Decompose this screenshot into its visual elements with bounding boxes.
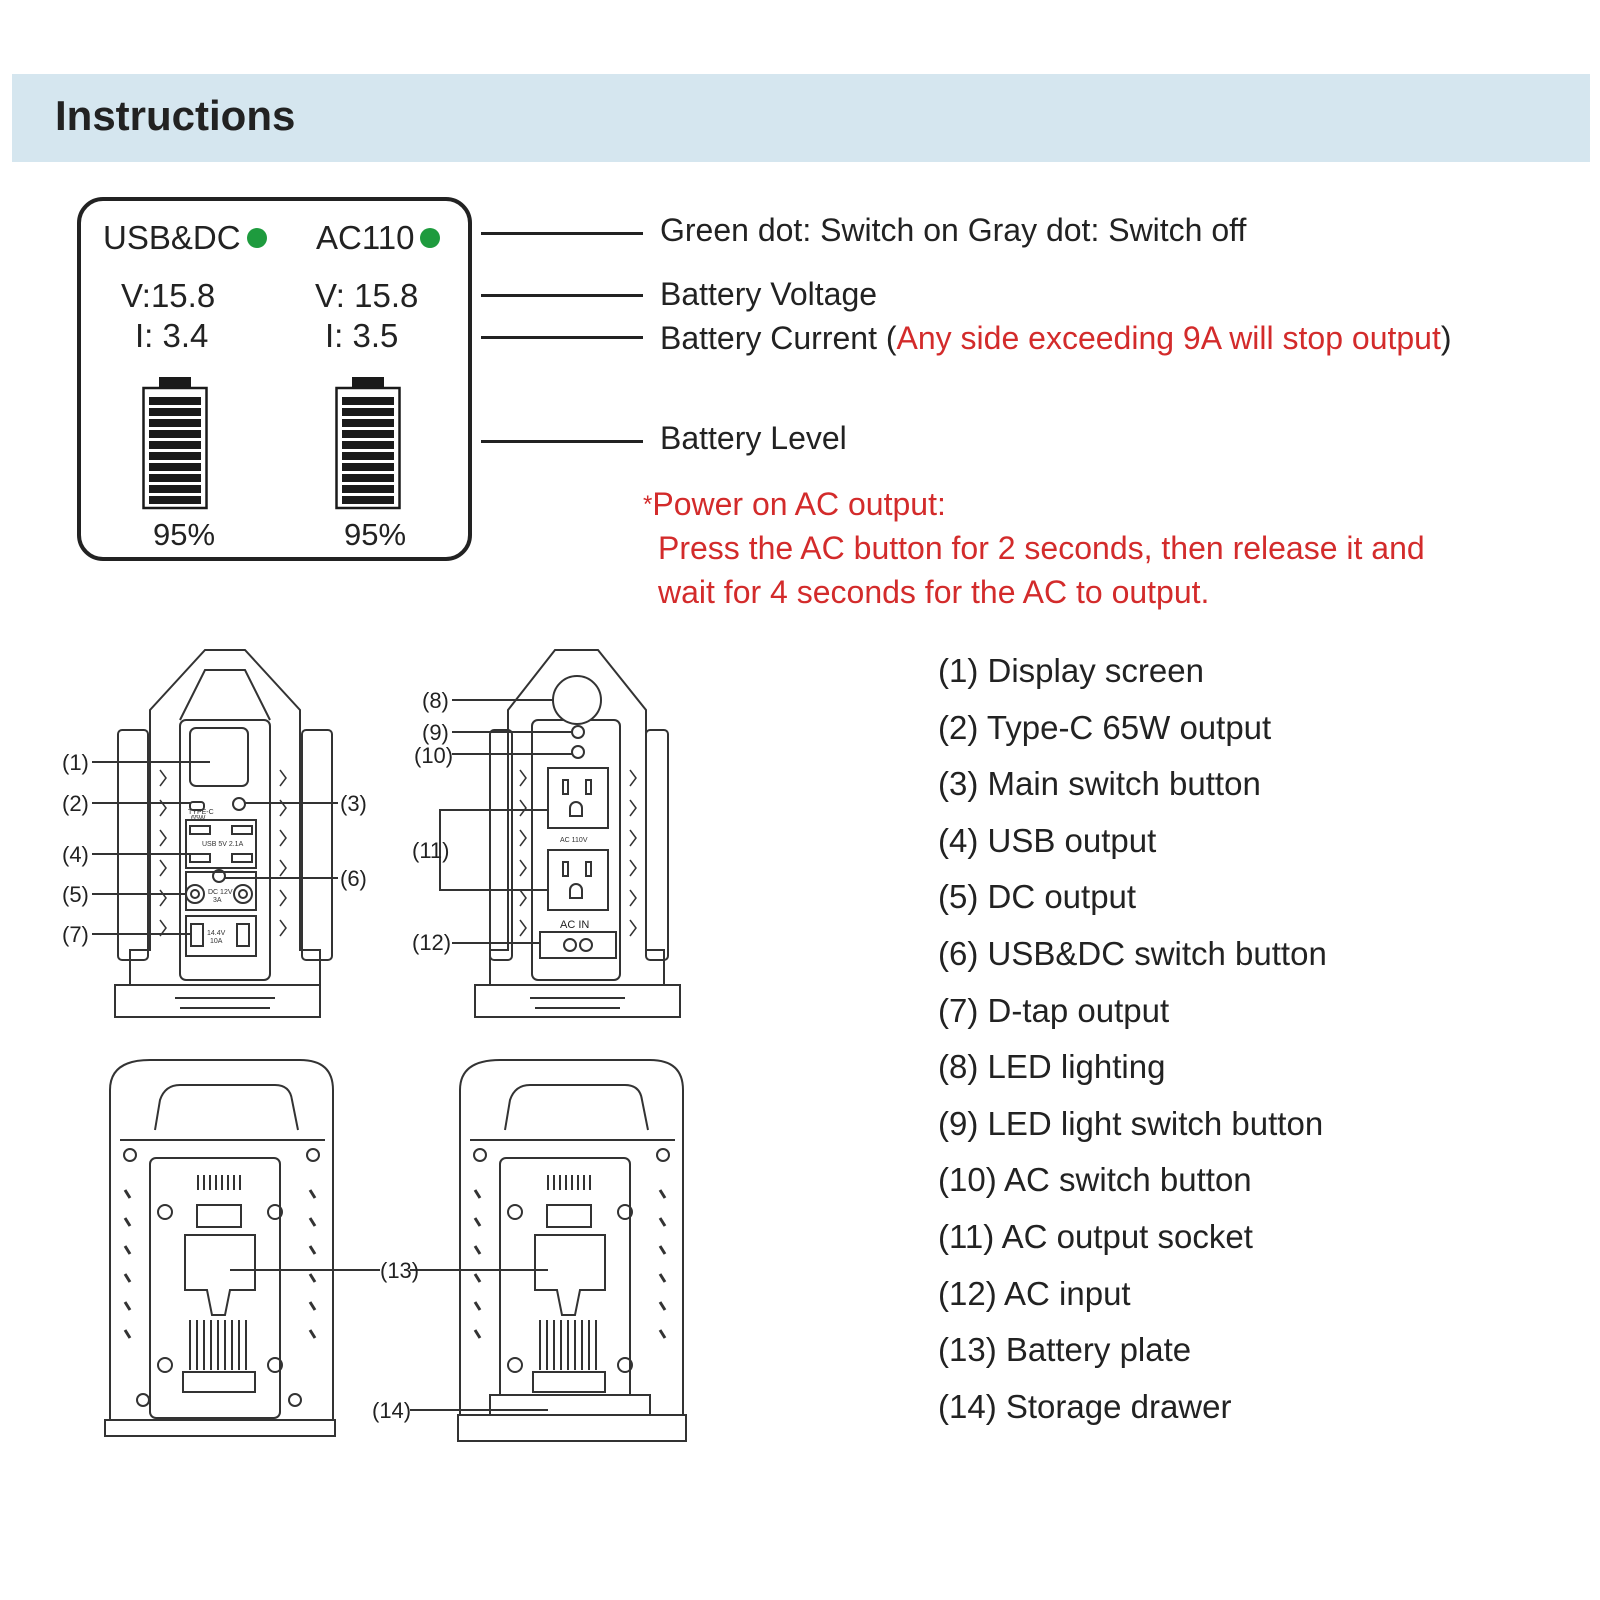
battery-bar	[342, 408, 394, 416]
callout-8: (8)	[422, 688, 449, 713]
callout-1: (1)	[62, 750, 89, 775]
battery-bar	[149, 463, 201, 471]
battery-bar	[342, 485, 394, 493]
battery-bar	[149, 419, 201, 427]
battery-bar	[149, 496, 201, 504]
typec-watt-text: 65W	[191, 815, 206, 822]
battery-bar	[149, 408, 201, 416]
right-battery-percent: 95%	[344, 517, 407, 552]
battery-bar	[342, 419, 394, 427]
legend-voltage: Battery Voltage	[660, 276, 878, 312]
parts-list-item: (12) AC input	[938, 1274, 1131, 1312]
callout-10: (10)	[414, 743, 453, 768]
ac110-label: AC110	[316, 219, 415, 256]
front-view: TYPE-C 65W USB 5V 2.1A DC 12V 3A 14.4V 1…	[62, 649, 367, 1018]
parts-list-item: (4) USB output	[938, 821, 1157, 859]
parts-list-item: (1) Display screen	[938, 652, 1204, 689]
battery-bar	[342, 397, 394, 405]
battery-bar	[149, 485, 201, 493]
battery-bar	[342, 463, 394, 471]
callout-4: (4)	[62, 842, 89, 867]
parts-list-item: (7) D-tap output	[938, 991, 1170, 1029]
parts-list-item: (10) AC switch button	[938, 1161, 1252, 1199]
legend-dots: Green dot: Switch on Gray dot: Switch of…	[660, 212, 1247, 248]
connector-line	[481, 440, 643, 443]
page-title: Instructions	[55, 92, 296, 139]
dc-spec-text: DC 12V	[208, 889, 233, 896]
callout-14: (14)	[372, 1398, 411, 1423]
parts-list: (1) Display screen (2) Type-C 65W output (…	[938, 650, 1327, 1442]
left-battery-percent: 95%	[153, 517, 216, 552]
dc-amp-text: 3A	[213, 897, 222, 904]
ac-note-title-text: Power on AC output:	[652, 486, 946, 522]
acin-text: AC IN	[560, 919, 589, 931]
back-view-left	[104, 1059, 380, 1437]
green-dot-icon	[246, 228, 267, 249]
usb-dc-label-group: USB&DC	[103, 219, 267, 257]
battery-bar	[149, 397, 201, 405]
parts-list-item: (5) DC output	[938, 878, 1137, 916]
parts-list-item: (11) AC output socket	[938, 1217, 1253, 1255]
right-current: I: 3.5	[325, 317, 399, 354]
legend-current-prefix: Battery Current (	[660, 320, 897, 356]
connector-line	[481, 294, 643, 297]
side-view: AC 110V AC IN (8) (9) (10) (11) (12)	[412, 649, 681, 1018]
ac110-label-group: AC110	[316, 219, 441, 257]
connector-line	[481, 232, 643, 235]
dtap-amp-text: 10A	[210, 938, 223, 945]
battery-bar	[342, 441, 394, 449]
left-battery-icon	[142, 377, 208, 510]
callout-12: (12)	[412, 930, 451, 955]
battery-bar	[149, 452, 201, 460]
battery-bar	[149, 430, 201, 438]
callout-5: (5)	[62, 882, 89, 907]
parts-list-item: (13) Battery plate	[938, 1331, 1192, 1369]
callout-9: (9)	[422, 720, 449, 745]
battery-bar	[342, 474, 394, 482]
callout-2: (2)	[62, 791, 89, 816]
parts-list-item: (14) Storage drawer	[938, 1387, 1232, 1425]
ac-note-line2: wait for 4 seconds for the AC to output.	[658, 574, 1210, 610]
parts-list-item: (8) LED lighting	[938, 1048, 1166, 1086]
callout-13: (13)	[380, 1258, 419, 1283]
parts-list-item: (3) Main switch button	[938, 765, 1261, 803]
battery-bar	[342, 452, 394, 460]
dtap-spec-text: 14.4V	[207, 930, 226, 937]
typec-text: TYPE-C	[188, 809, 214, 816]
header-bar: Instructions	[12, 74, 1590, 162]
battery-bar	[342, 430, 394, 438]
parts-list-item: (2) Type-C 65W output	[938, 708, 1272, 746]
parts-list-item: (9) LED light switch button	[938, 1104, 1324, 1142]
green-dot-icon	[420, 228, 441, 249]
callout-11: (11)	[412, 838, 450, 863]
back-view-right: (13) (14)	[372, 1059, 687, 1442]
parts-list-item: (6) USB&DC switch button	[938, 934, 1327, 972]
connector-line	[481, 336, 643, 339]
display-screen-illustration: USB&DC AC110 V:15.8 I: 3.4 V: 15.8 I: 3.…	[77, 197, 472, 561]
asterisk: *	[643, 491, 653, 518]
callout-6: (6)	[340, 866, 367, 891]
right-voltage: V: 15.8	[315, 277, 419, 314]
legend-level: Battery Level	[660, 420, 847, 456]
ac-note-title: *Power on AC output:	[643, 482, 946, 530]
legend-current-suffix: )	[1440, 320, 1452, 356]
legend-current: Battery Current (Any side exceeding 9A w…	[660, 320, 1452, 357]
battery-bar	[149, 474, 201, 482]
callout-3: (3)	[340, 791, 367, 816]
battery-bar	[149, 441, 201, 449]
left-current: I: 3.4	[135, 317, 209, 354]
usb-spec-text: USB 5V 2.1A	[202, 841, 244, 848]
ac110v-text: AC 110V	[560, 837, 588, 844]
battery-bar	[342, 496, 394, 504]
usb-dc-label: USB&DC	[103, 219, 241, 256]
left-voltage: V:15.8	[121, 277, 216, 314]
current-warning: Any side exceeding 9A will stop output	[896, 320, 1441, 356]
right-battery-icon	[335, 377, 401, 510]
ac-note-line1: Press the AC button for 2 seconds, then …	[658, 530, 1425, 566]
device-diagram: TYPE-C 65W USB 5V 2.1A DC 12V 3A 14.4V 1…	[62, 649, 687, 1442]
callout-7: (7)	[62, 922, 89, 947]
